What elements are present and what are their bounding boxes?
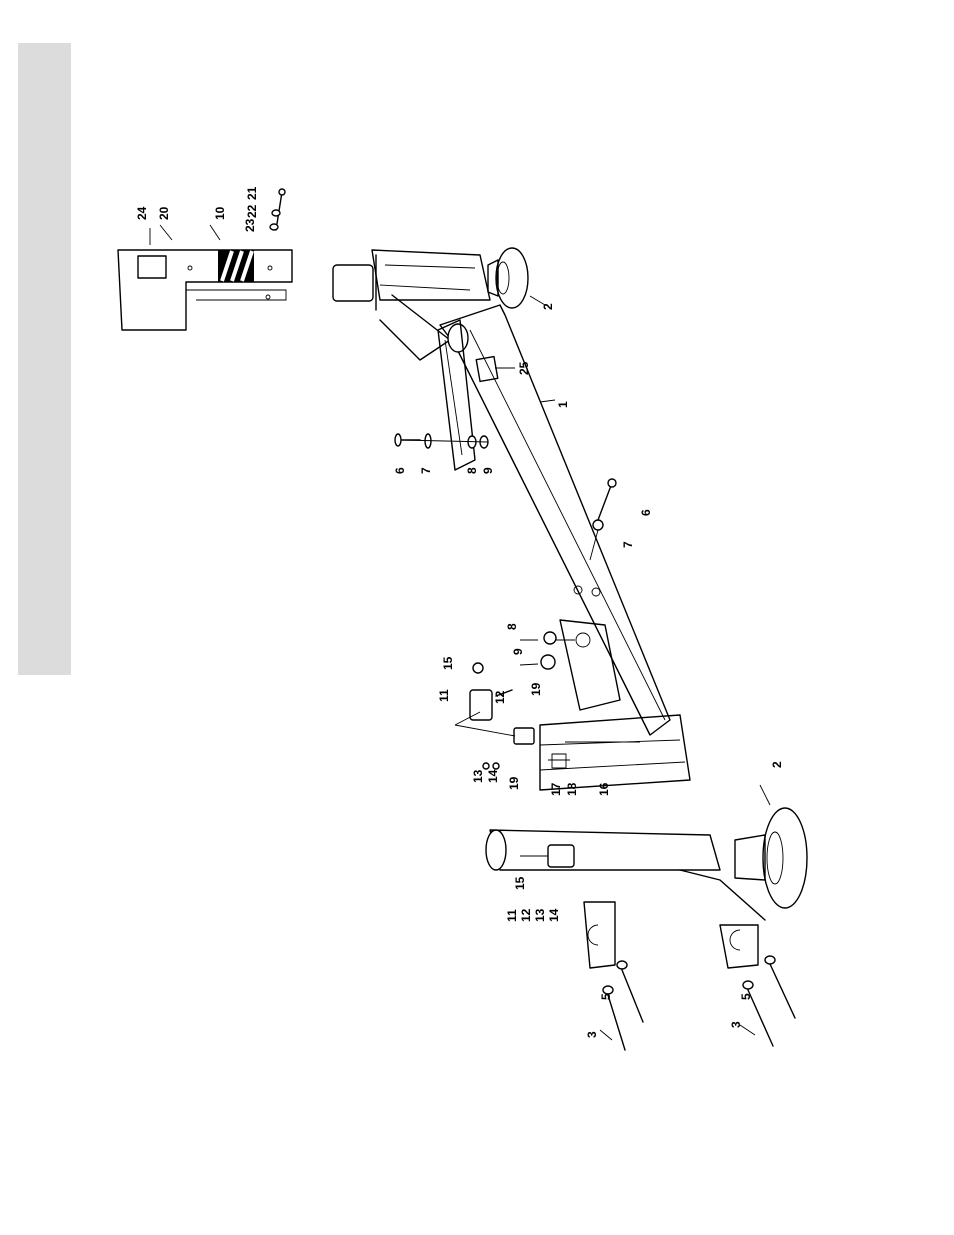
callout-14-bottom: 14 xyxy=(547,908,561,922)
clamp-upper xyxy=(584,902,643,1050)
callout-8-lower: 8 xyxy=(505,623,519,630)
callout-24: 24 xyxy=(135,206,149,220)
wheel-top xyxy=(488,248,528,308)
callout-22: 22 xyxy=(245,204,259,218)
callout-3-upper: 3 xyxy=(585,1031,599,1038)
bolt-set-lower xyxy=(541,479,616,669)
callout-15-top: 15 xyxy=(441,656,455,670)
cross-tube xyxy=(486,715,765,920)
callout-2-bottom: 2 xyxy=(770,761,784,768)
decal-plate xyxy=(118,250,292,330)
callout-7-lower: 7 xyxy=(621,541,635,548)
callout-20: 20 xyxy=(157,206,171,220)
callout-14-top: 14 xyxy=(486,769,500,783)
callout-15-bottom: 15 xyxy=(513,876,527,890)
callout-21: 21 xyxy=(245,186,259,200)
beam-end-bracket xyxy=(333,255,468,360)
callout-25: 25 xyxy=(517,361,531,375)
callout-labels: 24 20 10 21 22 23 2 25 1 6 7 8 9 6 7 8 9… xyxy=(135,186,784,1038)
callout-3-lower: 3 xyxy=(729,1021,743,1028)
callout-13-bottom: 13 xyxy=(533,908,547,922)
callout-19-a: 19 xyxy=(529,682,543,696)
callout-12-bottom: 12 xyxy=(519,908,533,922)
callout-9-lower: 9 xyxy=(511,648,525,655)
callout-16: 16 xyxy=(597,782,611,796)
callout-11-bottom: 11 xyxy=(505,909,519,922)
callout-18: 18 xyxy=(565,782,579,796)
callout-7-upper: 7 xyxy=(419,467,433,474)
callout-9-upper: 9 xyxy=(481,467,495,474)
callout-8-upper: 8 xyxy=(465,467,479,474)
callout-13-top: 13 xyxy=(471,769,485,783)
callout-23: 23 xyxy=(243,218,257,232)
callout-6-upper: 6 xyxy=(393,467,407,474)
callout-19-b: 19 xyxy=(507,776,521,790)
callout-12-top: 12 xyxy=(493,690,507,704)
callout-2-top: 2 xyxy=(541,303,555,310)
callout-17: 17 xyxy=(549,782,563,796)
callout-6-lower: 6 xyxy=(639,509,653,516)
callout-1: 1 xyxy=(556,401,570,408)
bolt-set-upper xyxy=(395,434,488,448)
callout-5-upper: 5 xyxy=(599,993,613,1000)
wheel-bottom xyxy=(735,808,807,908)
lower-bracket xyxy=(560,586,620,710)
plate-fasteners xyxy=(270,189,285,230)
main-beam xyxy=(372,250,670,735)
callout-11-top: 11 xyxy=(437,689,451,702)
callout-5-lower: 5 xyxy=(739,993,753,1000)
callout-10: 10 xyxy=(213,206,227,220)
